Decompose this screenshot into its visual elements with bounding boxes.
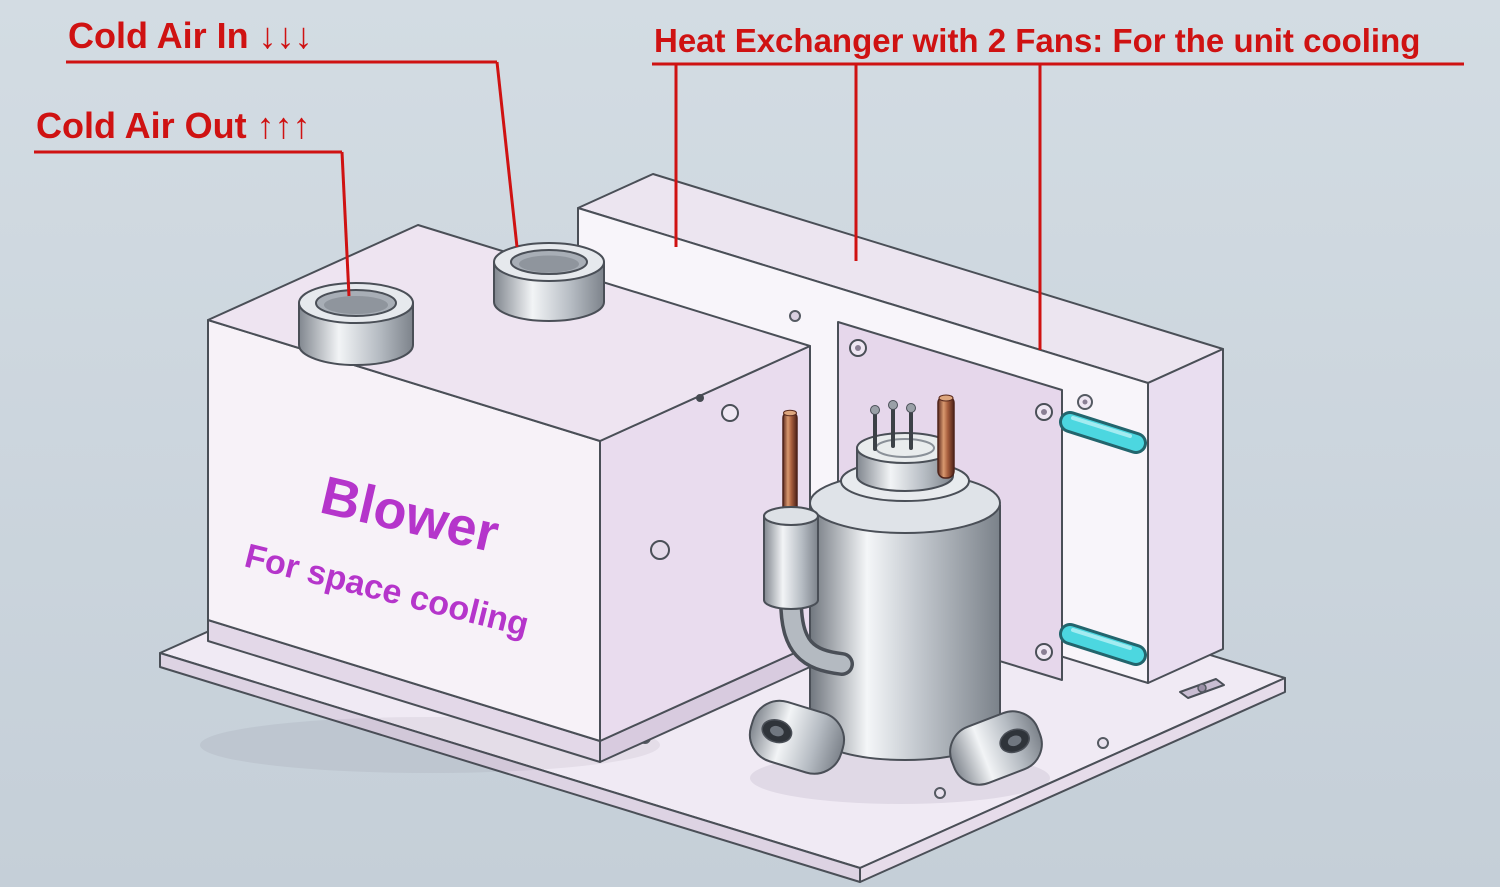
suction-pipe-copper [782,409,798,519]
mounting-foot-left [748,699,846,775]
annotation-cold-air-in: Cold Air In ↓↓↓ [66,15,519,248]
box-hole [650,540,670,560]
suction-elbow [779,588,854,676]
coolant-pipe-top [1059,411,1147,454]
cold-air-in-port [493,242,605,322]
compressor [748,394,1043,786]
box-hole [696,394,704,402]
cold-air-in-leader [495,61,519,248]
base-corner-slot [1179,678,1225,699]
heat-exchanger-label: Heat Exchanger with 2 Fans: For the unit… [654,22,1420,59]
cold-air-out-port [298,282,414,366]
annotation-cold-air-out: Cold Air Out ↑↑↑ [34,105,351,297]
cold-air-in-label: Cold Air In ↓↓↓ [68,15,313,56]
cold-air-out-label: Cold Air Out ↑↑↑ [36,105,311,146]
terminal-pins [870,400,916,451]
mounting-foot-right [949,710,1043,786]
housing-screw-center [1082,399,1088,405]
cold-air-out-leader [340,151,351,297]
coolant-pipe-bottom [1059,623,1147,666]
box-hole [721,404,739,422]
accumulator [763,506,819,610]
housing-screw [789,310,801,322]
annotation-heat-exchanger: Heat Exchanger with 2 Fans: For the unit… [652,22,1464,350]
blower-box: Blower For space cooling [207,224,811,763]
discharge-pipe-copper [937,394,955,479]
